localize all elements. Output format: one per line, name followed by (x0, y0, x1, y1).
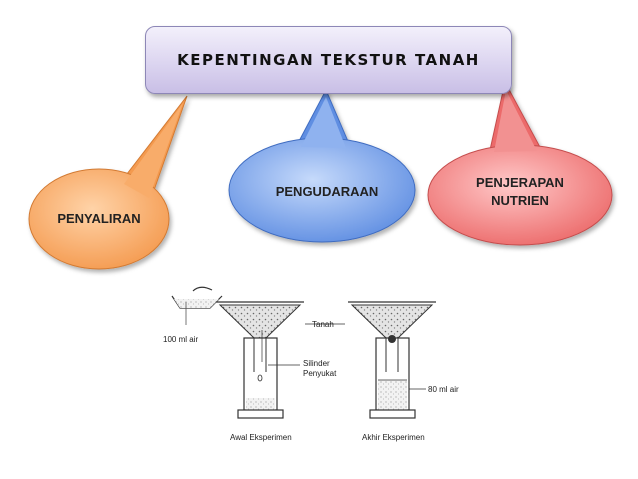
leader-lines (268, 323, 426, 390)
pengudaraan-label: PENGUDARAAN (275, 184, 379, 199)
soil-label: Tanah (312, 320, 334, 329)
penjerapan-line: PENJERAPAN (476, 175, 564, 190)
end-caption: Akhir Eksperimen (362, 433, 425, 442)
pengudaraan-bubble (228, 88, 416, 243)
page-title: KEPENTINGAN TEKSTUR TANAH (177, 51, 480, 69)
penyaliran-bubble (28, 95, 188, 270)
start-caption: Awal Eksperimen (230, 433, 292, 442)
penjerapan-nutrien-label: PENJERAPAN NUTRIEN (460, 174, 580, 210)
cylinder-label-line1: Silinder (303, 359, 330, 368)
penjerapan-nutrien-bubble (427, 80, 613, 246)
pouring-beaker (171, 286, 223, 325)
water-in-label: 100 ml air (163, 335, 198, 344)
penyaliran-label: PENYALIRAN (57, 211, 141, 226)
end-apparatus (348, 301, 436, 419)
title-box: KEPENTINGAN TEKSTUR TANAH (145, 26, 512, 94)
cylinder-label-line2: Penyukat (303, 369, 337, 378)
water-out-label: 80 ml air (428, 385, 459, 394)
start-apparatus (216, 301, 304, 419)
nutrien-line: NUTRIEN (491, 193, 549, 208)
